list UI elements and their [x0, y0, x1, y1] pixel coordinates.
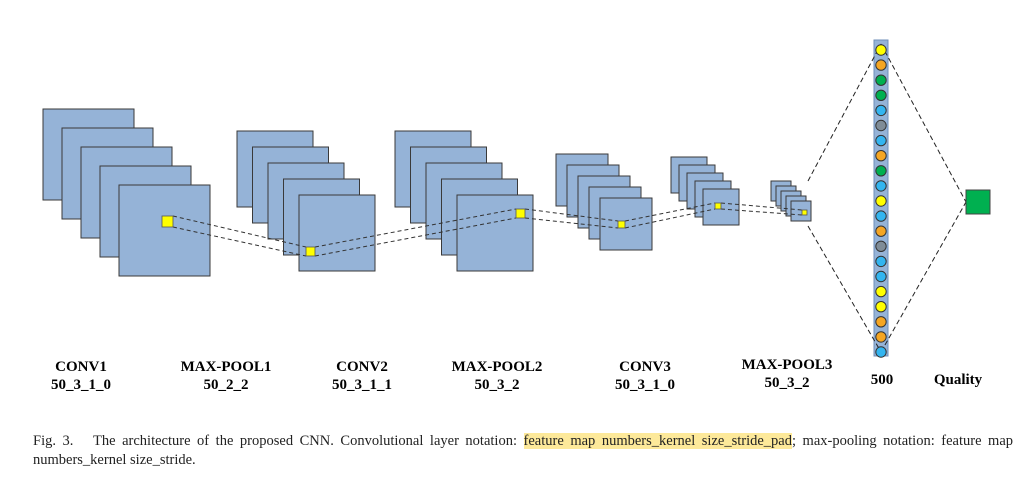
fc-neuron-orange: [875, 150, 887, 162]
fc-neuron-blue: [875, 346, 887, 358]
final-pool-feature-map: [790, 200, 812, 222]
fc-size-label: 500: [871, 372, 894, 388]
kernel-square: [617, 220, 626, 229]
conv2-params-label: 50_3_1_1: [332, 377, 392, 393]
fc-neuron-orange: [875, 59, 887, 71]
fc-neuron-yellow: [875, 285, 887, 298]
conv1-name-label: CONV1: [55, 359, 107, 375]
kernel-connector-line: [524, 208, 619, 222]
fc-neuron-blue: [875, 210, 887, 222]
conv1-feature-map: [118, 184, 211, 277]
conv1-params-label: 50_3_1_0: [51, 377, 111, 393]
fc-neuron-green: [875, 89, 887, 102]
fc-neuron-blue: [875, 255, 887, 268]
fc-neuron-blue: [875, 270, 887, 283]
fc-dashed-connector: [807, 225, 882, 353]
fc-neuron-blue: [875, 180, 887, 192]
fc-neuron-yellow: [875, 195, 887, 207]
kernel-connector-line: [314, 208, 517, 248]
fc-dashed-connector: [880, 201, 967, 353]
fc-neuron-blue: [875, 104, 887, 117]
kernel-square: [801, 209, 808, 216]
caption-highlighted-text: feature map numbers_kernel size_stride_p…: [523, 433, 792, 449]
maxpool1-name-label: MAX-POOL1: [181, 359, 272, 375]
fc-neuron-yellow: [875, 301, 887, 313]
kernel-connector-line: [624, 208, 716, 229]
kernel-connectors: [172, 202, 803, 257]
fc-dashed-connector: [807, 43, 882, 182]
kernel-connector-line: [314, 217, 517, 257]
fc-neuron-gray: [875, 240, 887, 253]
quality-output-node: [965, 189, 991, 215]
kernel-connector-line: [624, 202, 716, 222]
fc-dashed-connector: [880, 43, 967, 203]
kernel-square: [714, 202, 722, 210]
kernel-square: [161, 215, 174, 228]
fc-neuron-green: [875, 165, 887, 177]
caption-text-after: ; max-pooling notation: feature map numb…: [33, 433, 1014, 468]
maxpool1-params-label: 50_2_2: [204, 377, 249, 393]
fc-neuron-orange: [875, 331, 887, 343]
feature-map-stacks: [42, 108, 812, 277]
maxpool2-name-label: MAX-POOL2: [452, 359, 543, 375]
conv3-params-label: 50_3_1_0: [615, 377, 675, 393]
maxpool1-feature-map: [298, 194, 376, 272]
conv3-name-label: CONV3: [619, 359, 671, 375]
fc-neuron-gray: [875, 119, 887, 132]
kernel-connector-line: [524, 217, 619, 229]
maxpool3-params-label: 50_3_2: [765, 375, 810, 391]
fc-neuron-green: [875, 74, 887, 86]
fc-neuron-orange: [875, 316, 887, 328]
caption-text-before: The architecture of the proposed CNN. Co…: [93, 433, 524, 449]
kernel-square: [515, 208, 526, 219]
output-label: Quality: [934, 372, 983, 388]
fc-neuron-yellow: [875, 44, 887, 56]
maxpool2-params-label: 50_3_2: [475, 377, 520, 393]
fully-connected-layer: [807, 39, 991, 358]
conv2-name-label: CONV2: [336, 359, 388, 375]
conv3-feature-map: [599, 197, 653, 251]
fc-neuron-blue: [875, 134, 887, 147]
figure-caption: Fig. 3. The architecture of the proposed…: [33, 432, 1013, 470]
kernel-connector-line: [172, 226, 307, 257]
kernel-markers: [161, 202, 808, 257]
caption-prefix: Fig. 3.: [33, 433, 74, 449]
kernel-connector-line: [172, 215, 307, 248]
kernel-square: [305, 246, 316, 257]
maxpool3-name-label: MAX-POOL3: [742, 357, 833, 373]
fc-neuron-orange: [875, 225, 887, 237]
conv2-maxpool2-feature-map: [456, 194, 534, 272]
